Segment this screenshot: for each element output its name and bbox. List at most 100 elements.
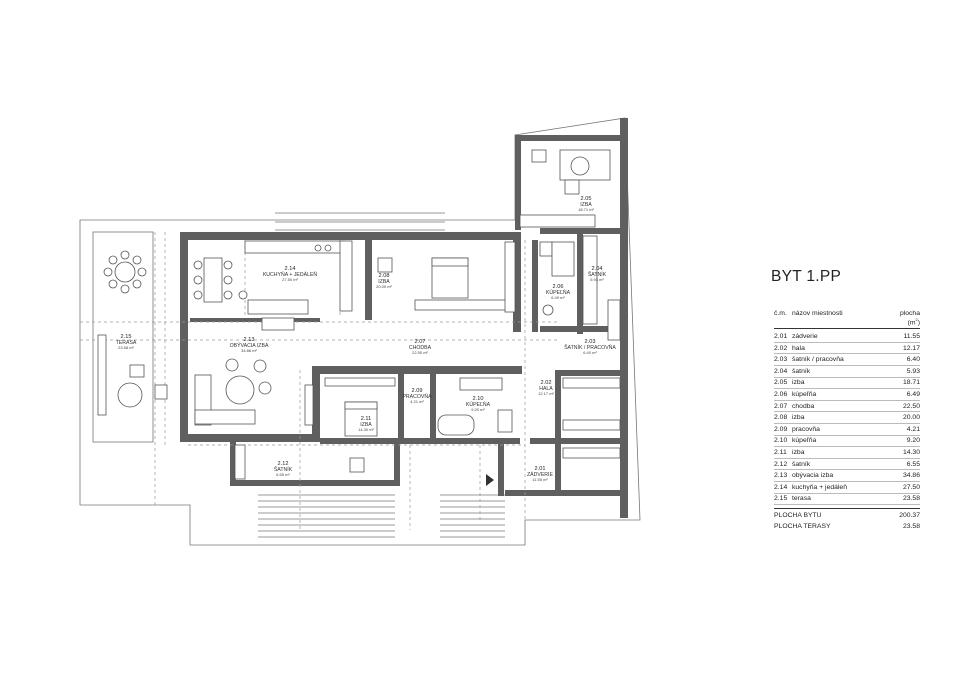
svg-text:5.93 m²: 5.93 m² — [590, 277, 604, 282]
svg-text:6.49 m²: 6.49 m² — [551, 295, 565, 300]
room-area: 23.58 — [902, 495, 920, 503]
svg-text:22.50 m²: 22.50 m² — [412, 350, 428, 355]
room-area: 18.71 — [902, 379, 920, 387]
room-name: obývacia izba — [792, 472, 834, 480]
room-number: 2.14 — [774, 483, 788, 491]
svg-text:2.07: 2.07 — [415, 339, 426, 345]
bedroom-208-furniture — [377, 257, 514, 311]
kitchen-counters — [244, 240, 353, 331]
room-number: 2.06 — [774, 391, 788, 399]
room-area: 6.55 — [906, 460, 920, 468]
svg-text:KÚPEĽŇA: KÚPEĽŇA — [546, 289, 571, 296]
room-number: 2.10 — [774, 437, 788, 445]
room-name: zádverie — [792, 333, 818, 341]
svg-text:2.08: 2.08 — [379, 273, 390, 279]
living-room-furniture — [194, 358, 314, 426]
room-name: hala — [792, 344, 805, 352]
header-room-name: názov miestnosti — [792, 310, 843, 317]
walls — [180, 118, 628, 518]
svg-text:2.09: 2.09 — [412, 388, 423, 394]
svg-text:2.12: 2.12 — [278, 461, 289, 467]
terrace-outline — [92, 231, 154, 443]
room-label-2.07: 2.07 CHODBA 22.50 m² — [409, 339, 432, 355]
room-label-2.04: 2.04 ŠATNÍK 5.93 m² — [588, 266, 607, 282]
room-name: kúpeľňa — [792, 391, 817, 399]
svg-text:KÚPEĽŇA: KÚPEĽŇA — [466, 401, 491, 408]
table-row: 2.02 hala 12.17 — [774, 343, 920, 355]
header-number: č.m. — [774, 310, 787, 317]
table-row: 2.06 kúpeľňa 6.49 — [774, 389, 920, 401]
room-number: 2.13 — [774, 472, 788, 480]
room-label-2.15: 2.15 TERASA 23.58 m² — [116, 334, 137, 350]
entrance-marker — [486, 474, 494, 486]
room-label-2.01: 2.01 ZÁDVERIE 11.55 m² — [527, 466, 553, 482]
svg-text:2.06: 2.06 — [553, 284, 564, 290]
svg-text:34.86 m²: 34.86 m² — [241, 348, 257, 353]
svg-text:2.04: 2.04 — [592, 266, 603, 272]
stairs-top — [275, 212, 445, 231]
room-label-2.14: 2.14 KUCHYŇA + JEDÁLEŇ 27.50 m² — [263, 266, 318, 282]
svg-text:2.10: 2.10 — [473, 396, 484, 402]
terrace-table — [97, 250, 168, 416]
room-label-2.13: 2.13 OBÝVACIA IZBA 34.86 m² — [230, 337, 269, 353]
room-area: 22.50 — [902, 402, 920, 410]
dining-table — [193, 257, 248, 303]
room-label-2.11: 2.11 IZBA 14.30 m² — [358, 416, 374, 432]
svg-text:HALA: HALA — [539, 386, 553, 392]
room-area: 12.17 — [902, 344, 920, 352]
svg-text:6.55 m²: 6.55 m² — [276, 472, 290, 477]
room-label-2.02: 2.02 HALA 12.17 m² — [538, 380, 554, 396]
room-label-2.06: 2.06 KÚPEĽŇA 6.49 m² — [546, 284, 571, 300]
svg-text:14.30 m²: 14.30 m² — [358, 427, 374, 432]
room-number: 2.12 — [774, 460, 788, 468]
room-name: izba — [792, 379, 805, 387]
svg-text:TERASA: TERASA — [116, 340, 137, 346]
svg-text:IZBA: IZBA — [580, 202, 592, 208]
room-area: 11.55 — [903, 333, 920, 341]
room-area: 27.50 — [902, 483, 920, 491]
svg-text:2.14: 2.14 — [285, 266, 296, 272]
svg-text:2.03: 2.03 — [585, 339, 596, 345]
room-number: 2.02 — [774, 344, 788, 352]
svg-text:ŠATNÍK: ŠATNÍK — [588, 271, 607, 278]
room-number: 2.07 — [774, 402, 788, 410]
svg-text:27.50 m²: 27.50 m² — [282, 277, 298, 282]
bathroom-206-furniture — [539, 241, 575, 316]
room-area: 20.00 — [902, 414, 920, 422]
svg-text:2.11: 2.11 — [361, 416, 371, 422]
room-area: 6.49 — [906, 391, 920, 399]
svg-text:20.00 m²: 20.00 m² — [376, 284, 392, 289]
bedroom-211-furniture — [324, 377, 396, 473]
room-number: 2.09 — [774, 425, 788, 433]
svg-text:4.21 m²: 4.21 m² — [410, 399, 424, 404]
svg-text:18.71 m²: 18.71 m² — [578, 207, 594, 212]
svg-text:2.01: 2.01 — [535, 466, 546, 472]
svg-text:IZBA: IZBA — [378, 279, 390, 285]
room-label-2.03: 2.03 ŠATNÍK / PRACOVŇA 6.40 m² — [564, 339, 616, 355]
room-name: šatník — [792, 367, 811, 375]
room-number: 2.15 — [774, 495, 788, 503]
svg-text:ŠATNÍK / PRACOVŇA: ŠATNÍK / PRACOVŇA — [564, 344, 616, 351]
room-number: 2.04 — [774, 367, 788, 375]
svg-text:KUCHYŇA + JEDÁLEŇ: KUCHYŇA + JEDÁLEŇ — [263, 271, 318, 278]
room-area: 6.40 — [906, 356, 920, 364]
room-number: 2.11 — [774, 449, 787, 456]
room-area: 5.93 — [906, 367, 920, 375]
total-label: PLOCHA BYTU — [774, 511, 822, 519]
svg-text:OBÝVACIA IZBA: OBÝVACIA IZBA — [230, 342, 269, 349]
wardrobes — [234, 235, 621, 480]
